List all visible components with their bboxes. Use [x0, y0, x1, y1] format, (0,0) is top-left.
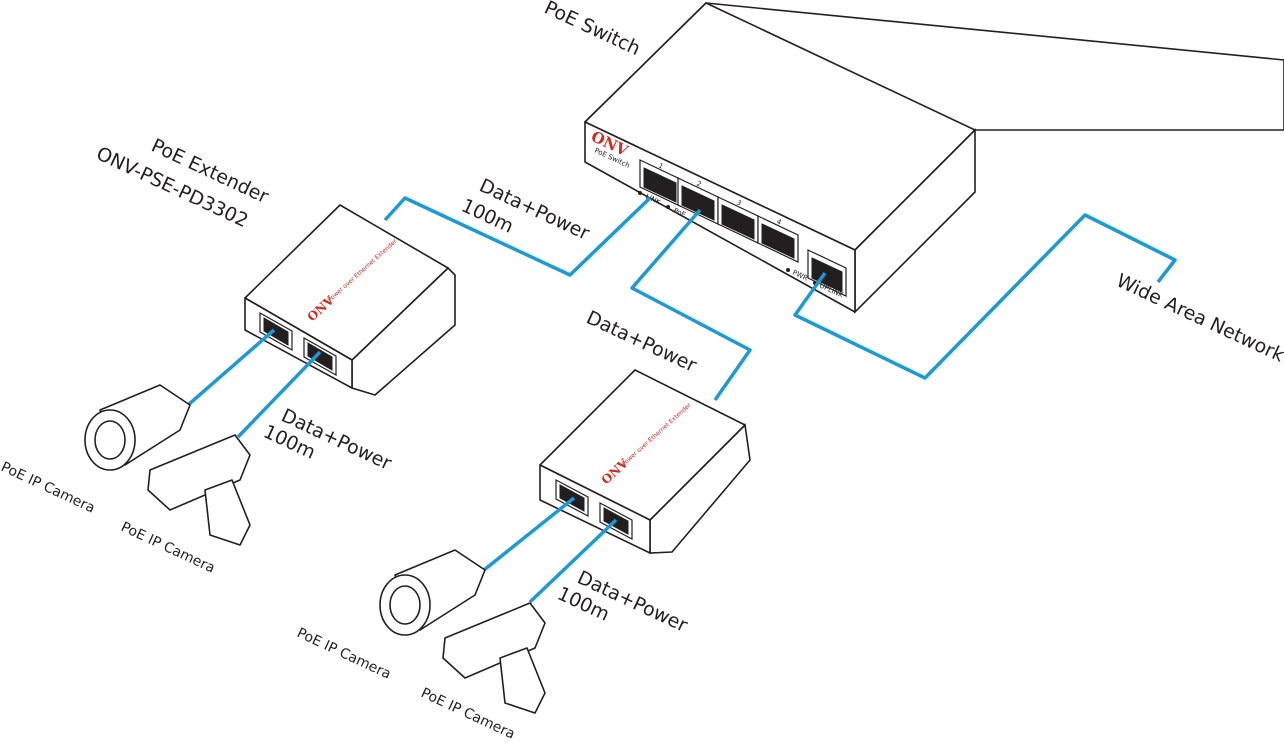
cable-extender-1-camera-1 [186, 328, 276, 407]
cable-switch-to-extender-1 [383, 196, 652, 277]
switch-port-4-number: 4 [775, 218, 783, 227]
switch-port-1[interactable] [639, 159, 681, 207]
switch-port-3-number: 3 [735, 199, 742, 208]
switch-port-4[interactable] [757, 215, 799, 263]
switch-port-3[interactable] [717, 196, 759, 244]
extender-1-port-1[interactable] [259, 311, 293, 352]
camera-label: PoE IP Camera [118, 519, 217, 577]
bullet-camera-icon [379, 549, 486, 636]
poe-extender-1: ONV Power over Ethernet Extender [244, 204, 456, 396]
cables [186, 196, 1177, 604]
switch-title: PoE Switch [541, 0, 644, 60]
switch-port-2-number: 2 [695, 180, 702, 189]
cable-extender-2-camera-1 [482, 496, 576, 572]
box-camera-icon [147, 434, 251, 546]
pwr-led-icon [786, 268, 790, 272]
cable-switch-to-extender-2 [630, 208, 752, 402]
cable-uplink-to-wan [793, 213, 1177, 380]
camera-label: PoE IP Camera [418, 685, 517, 742]
extender-1-port-2[interactable] [303, 336, 337, 377]
wan-label: Wide Area Network [1113, 270, 1284, 367]
switch-uplink-port[interactable] [807, 249, 847, 297]
poe-led-icon [666, 205, 670, 209]
camera-label: PoE IP Camera [294, 625, 393, 683]
switch-port-1-number: 1 [657, 162, 664, 171]
link-led-icon [638, 191, 642, 195]
poe-switch: ONV PoE Switch 1 2 3 4 LINK PoE PWR UPLI… [584, 2, 1284, 314]
camera-label: PoE IP Camera [0, 459, 97, 517]
link-label-data-power: Data+Power [583, 307, 700, 377]
bullet-camera-icon [84, 384, 191, 471]
cable-extender-1-camera-2 [236, 350, 322, 439]
box-camera-icon [442, 602, 546, 714]
cable-extender-2-camera-2 [528, 518, 618, 604]
